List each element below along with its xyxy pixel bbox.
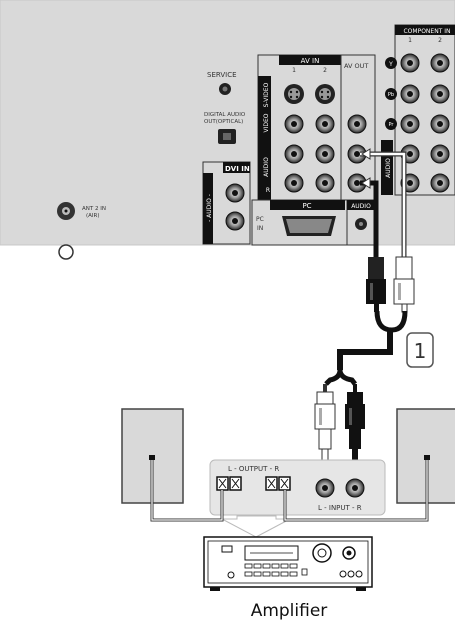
dvi-audio-label: - AUDIO - xyxy=(206,194,213,222)
amplifier xyxy=(203,536,373,591)
input-label: L - INPUT - R xyxy=(318,504,362,512)
s-video-side-label: S-VIDEO xyxy=(263,82,270,107)
amplifier-rear-bay: L - OUTPUT - R L - INPUT - R xyxy=(209,459,386,538)
video-side-label: VIDEO xyxy=(263,113,270,132)
pc-in-label-2: IN xyxy=(257,225,263,232)
step-number: 1 xyxy=(414,339,427,363)
component-2-label: 2 xyxy=(438,37,442,44)
component-1-label: 1 xyxy=(408,37,412,44)
component-in-label: COMPONENT IN xyxy=(403,28,450,35)
ant2-sublabel: (AIR) xyxy=(86,213,100,219)
speaker-wires xyxy=(149,455,430,522)
component-audio-label: AUDIO xyxy=(385,158,392,178)
amplifier-label: Amplifier xyxy=(251,601,328,621)
pr-label: Pr xyxy=(389,122,395,128)
av-in-label: AV IN xyxy=(301,57,320,65)
step-callout: 1 xyxy=(406,332,434,368)
y-label: Y xyxy=(388,61,393,68)
av-out-label: AV OUT xyxy=(344,62,368,70)
pc-audio-label: AUDIO xyxy=(351,203,371,210)
pc-label: PC xyxy=(302,202,311,210)
arrow-left-icon xyxy=(361,148,371,160)
arrow-down-icon xyxy=(221,515,291,538)
av-in-1-label: 1 xyxy=(292,67,296,74)
speaker-terminals xyxy=(216,476,291,491)
dvi-in-label: DVI IN xyxy=(225,165,250,173)
output-label: L - OUTPUT - R xyxy=(228,465,279,473)
video-jacks xyxy=(284,114,367,134)
audio-l-side-label: AUDIO xyxy=(263,157,270,177)
component-jacks xyxy=(400,53,450,193)
av-in-2-label: 2 xyxy=(323,67,327,74)
digital-audio-sublabel: OUT(OPTICAL) xyxy=(204,119,243,125)
digital-audio-label: DIGITAL AUDIO xyxy=(204,112,246,118)
pb-label: Pb xyxy=(388,92,394,98)
ant2-label: ANT 2 IN xyxy=(82,206,106,212)
service-label: SERVICE xyxy=(207,71,237,79)
arrow-left-icon xyxy=(361,177,371,189)
tv-rear-panel: SERVICE DIGITAL AUDIO OUT(OPTICAL) DVI I… xyxy=(0,0,455,260)
tv-side-cable-runs xyxy=(360,148,407,257)
audio-cable xyxy=(323,310,408,392)
audio-l-jacks xyxy=(284,144,367,164)
amp-end-rca-plugs xyxy=(314,391,365,468)
audio-r-side-label: R xyxy=(266,187,270,194)
audio-r-jacks xyxy=(284,173,367,193)
tv-end-rca-plugs xyxy=(366,256,415,313)
pc-in-label-1: PC xyxy=(256,216,264,223)
